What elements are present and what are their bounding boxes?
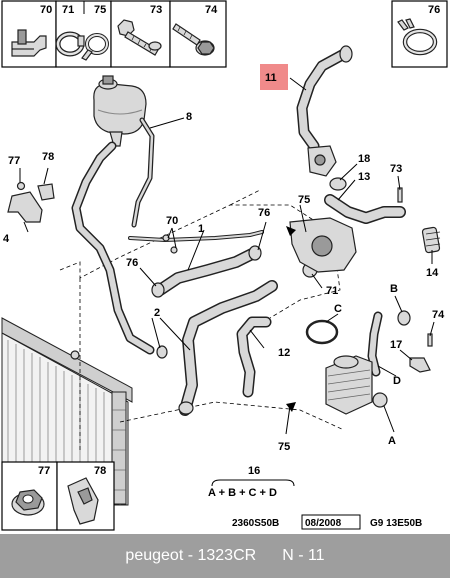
- callout-14: 14: [426, 267, 439, 279]
- callout-1: 1: [198, 223, 204, 235]
- footer-code-2: G9 13E50B: [370, 518, 422, 529]
- bolt-73-icon: [117, 19, 162, 56]
- clamp-75-icon: [81, 33, 109, 61]
- callout-C: C: [334, 303, 342, 315]
- callout-71: 71: [326, 285, 338, 297]
- callout-8: 8: [186, 111, 192, 123]
- callout-74: 74: [432, 309, 445, 321]
- bolt-74-icon: [172, 23, 215, 56]
- box-78-label: 78: [94, 465, 106, 477]
- callout-76-right: 76: [258, 207, 270, 219]
- small-parts: [7, 181, 433, 373]
- oil-cooler: [325, 355, 373, 415]
- arrow-75-top: [286, 226, 296, 236]
- engine-outline: [59, 189, 345, 450]
- box-75-label: 75: [94, 4, 106, 16]
- box-73-label: 73: [150, 4, 162, 16]
- box-74-label: 74: [205, 4, 218, 16]
- label-11: 11: [265, 72, 277, 84]
- highlight-box: [260, 64, 288, 90]
- clamp-76-icon: [397, 18, 438, 56]
- box-70-label: 70: [40, 4, 52, 16]
- callout-4: 4: [3, 233, 10, 245]
- callout-18: 18: [358, 153, 370, 165]
- callout-73: 73: [390, 163, 402, 175]
- bottom-parts-boxes: 77 78: [1, 461, 115, 531]
- top-parts-boxes: 70 71 75 73 74 76: [1, 0, 448, 68]
- box-77-label: 77: [38, 465, 50, 477]
- footer-codes: 2360S50B 08/2008 G9 13E50B: [232, 514, 422, 530]
- callout-76-left: 76: [126, 257, 138, 269]
- callout-17: 17: [390, 339, 402, 351]
- hose-14: [421, 226, 441, 254]
- hoses: [71, 45, 441, 416]
- nut-77-icon: [11, 489, 45, 516]
- arrow-75-bottom: [286, 402, 296, 412]
- callout-78: 78: [42, 151, 54, 163]
- callout-12: 12: [278, 347, 290, 359]
- formula-expression: A + B + C + D: [208, 487, 277, 499]
- formula: 16 A + B + C + D: [208, 465, 295, 499]
- clip-70-icon: [11, 29, 47, 57]
- caption-ref: N - 11: [282, 547, 325, 564]
- bracket-78-icon: [67, 477, 99, 525]
- callout-2: 2: [154, 307, 160, 319]
- caption-brand: peugeot - 1323CR: [125, 547, 257, 564]
- box-71-label: 71: [62, 4, 74, 16]
- box-76-label: 76: [428, 4, 440, 16]
- formula-number: 16: [248, 465, 260, 477]
- callout-75-bottom: 75: [278, 441, 290, 453]
- leader-lines: [19, 77, 435, 435]
- callout-70: 70: [166, 215, 178, 227]
- footer-date: 08/2008: [305, 518, 342, 529]
- thermostat-housing: [289, 145, 357, 273]
- callout-75-top: 75: [298, 194, 310, 206]
- footer-code-1: 2360S50B: [232, 518, 279, 529]
- callout-A: A: [388, 435, 396, 447]
- callout-13: 13: [358, 171, 370, 183]
- callout-77: 77: [8, 155, 20, 167]
- callout-B: B: [390, 283, 398, 295]
- clamp-71-icon: [55, 31, 85, 57]
- expansion-tank: [93, 75, 147, 147]
- caption-bar: peugeot - 1323CR N - 11: [0, 534, 450, 578]
- callouts: 1 2 4 8 12 13 14 17 18 70 71 73 74 75 75…: [3, 111, 445, 453]
- callout-D: D: [393, 375, 401, 387]
